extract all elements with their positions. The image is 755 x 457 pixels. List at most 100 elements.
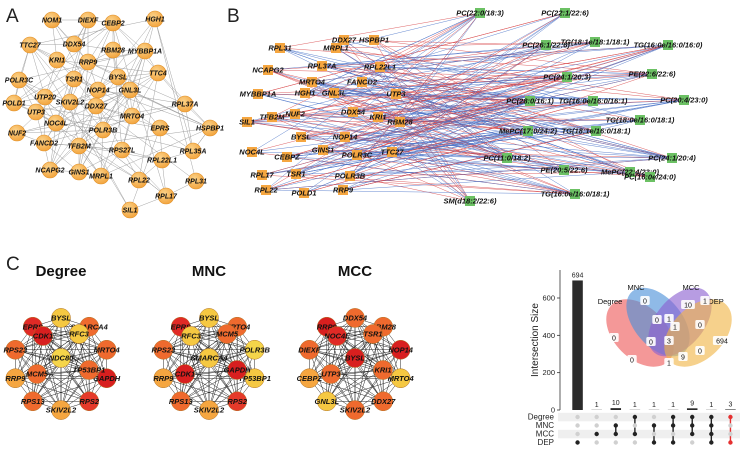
hub-gene-node — [345, 400, 365, 420]
gene-label: MYBBP1A — [128, 48, 162, 55]
hub-gene-label: GAPDH — [93, 374, 121, 383]
hub-gene-label: TP53BP1 — [73, 366, 106, 375]
set-label: MNC — [536, 421, 554, 430]
gene-label: GINS1 — [68, 169, 89, 176]
matrix-dot-filled — [690, 414, 695, 420]
network-edge — [15, 317, 62, 379]
network-edge — [78, 50, 146, 173]
gene-label: FANCD2 — [30, 140, 58, 147]
gene-label: DDX54 — [63, 41, 86, 48]
gene-label: GNL3L — [322, 89, 347, 98]
gene-label: SKIV2L2 — [56, 99, 85, 106]
network-edge — [36, 373, 90, 402]
lipid-label: PC(24:1/20:3) — [543, 73, 591, 82]
hub-gene-node — [181, 326, 201, 346]
correlation-edge — [321, 65, 531, 102]
hub-gene-node — [390, 368, 411, 388]
gene-node — [253, 89, 263, 99]
gene-label: RPL22 — [128, 177, 150, 184]
hub-gene-node — [79, 391, 99, 412]
network-edge — [13, 49, 114, 104]
matrix-dot-filled — [709, 431, 714, 437]
network-edge — [49, 72, 159, 171]
correlation-edge — [279, 47, 653, 75]
gene-label: NUF2 — [8, 130, 26, 137]
hub-gene-node — [299, 340, 320, 360]
hub-gene-node — [345, 308, 365, 328]
gene-node — [247, 147, 257, 157]
hub-gene-node — [153, 340, 174, 360]
gene-node — [317, 61, 327, 71]
correlation-edge — [352, 44, 669, 113]
network-edge — [15, 378, 90, 402]
correlation-edge — [349, 73, 653, 177]
correlation-edge — [271, 44, 669, 118]
lipid-label: PC(11:0/18:2) — [484, 154, 531, 163]
gene-node — [369, 35, 379, 45]
gene-label: MRTO4 — [299, 78, 326, 87]
lipid-label: MePC(17:0/24:2) — [499, 127, 557, 136]
network-edge — [15, 369, 90, 379]
venn-set-label: Degree — [598, 297, 623, 306]
gene-label: HSPBP1 — [196, 125, 224, 132]
network-edge — [180, 333, 228, 402]
gene-label: RBM28 — [101, 47, 125, 54]
gene-node — [104, 14, 122, 32]
matrix-dot-empty — [613, 414, 618, 420]
correlation-edge — [295, 76, 568, 175]
correlation-edge — [271, 99, 685, 118]
gene-label: RPL17 — [250, 171, 274, 180]
venn-region-count: 9 — [681, 354, 685, 361]
correlation-edge — [303, 100, 531, 194]
lipid-label: TG(16:0e/16:0/18:1) — [541, 190, 610, 199]
gene-node — [282, 152, 292, 162]
correlation-edge — [271, 116, 651, 178]
gene-label: TTC4 — [149, 70, 167, 77]
bar-value-label: 3 — [728, 401, 732, 408]
gene-node — [79, 53, 97, 71]
lipid-node — [541, 40, 551, 50]
gene-label: MRTO4 — [120, 113, 144, 120]
network-edge — [87, 61, 186, 105]
venn-set-label: DEP — [708, 297, 723, 306]
correlation-edge — [356, 154, 673, 159]
network-title: MNC — [192, 263, 226, 280]
gene-label: NOC4L — [239, 148, 265, 157]
correlation-edge — [294, 41, 596, 115]
hub-gene-label: RPS13 — [169, 397, 194, 406]
network-edge — [69, 72, 159, 103]
gene-label: RPL31 — [185, 178, 207, 185]
correlation-edge — [335, 12, 481, 49]
correlation-edge — [344, 136, 651, 178]
hub-gene-label: NOP14 — [388, 345, 413, 354]
correlation-edge — [265, 100, 594, 191]
bar-value-label: 1 — [671, 402, 675, 409]
matrix-dot-empty — [690, 440, 695, 445]
hub-gene-label: DDX27 — [371, 397, 396, 406]
correlation-edge — [349, 157, 673, 177]
network-edge — [309, 378, 384, 402]
lipid-node — [523, 126, 533, 136]
gene-node — [121, 81, 139, 99]
lipid-label: SM(d18:2/22:6) — [444, 197, 497, 206]
network-edge — [97, 89, 186, 105]
gene-node — [296, 132, 306, 142]
network-edge — [44, 19, 89, 98]
hub-gene-label: MCM5 — [216, 330, 239, 339]
gene-node — [373, 112, 383, 122]
bar-value-label: 10 — [612, 400, 620, 407]
gene-node — [41, 161, 59, 179]
correlation-edge — [279, 12, 481, 49]
hub-gene-node — [69, 324, 89, 344]
matrix-dot-filled — [690, 431, 695, 437]
correlation-edge — [265, 12, 566, 191]
gene-node — [94, 121, 112, 139]
network-edge — [131, 72, 159, 117]
hub-gene-label: RPS23 — [151, 345, 176, 354]
hub-gene-node — [96, 340, 117, 360]
lipid-label: PC(24:1/20:4) — [648, 154, 696, 163]
venn-region-count: 1 — [673, 324, 677, 331]
correlation-edge — [295, 99, 685, 175]
matrix-dot-filled — [632, 431, 638, 437]
